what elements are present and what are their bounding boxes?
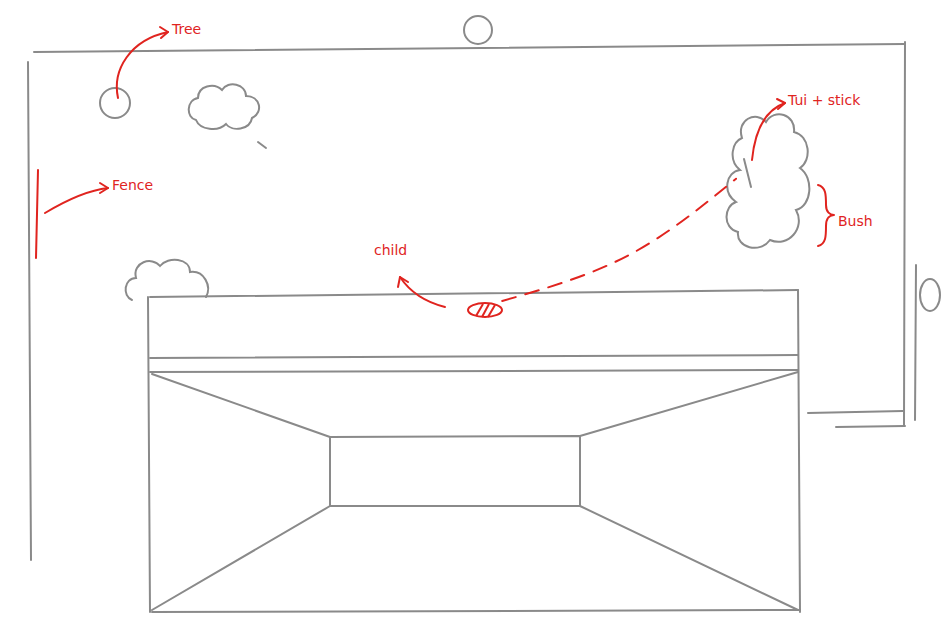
bush-cloud	[727, 114, 810, 248]
sketch-tick	[258, 142, 266, 148]
child-marker: child	[466, 301, 504, 319]
bird-stick: Tui + stick	[736, 155, 758, 191]
roof-hip	[580, 372, 798, 436]
hatch-line	[482, 304, 489, 317]
tree-circle	[100, 88, 130, 118]
house-outline	[150, 290, 798, 297]
house-outline	[150, 370, 798, 372]
hatch-line	[476, 304, 483, 316]
gray-sketch	[28, 16, 940, 612]
annotation-label: Tree	[172, 22, 201, 37]
sight-line	[502, 179, 736, 301]
arrow-head	[100, 183, 108, 193]
house-outline	[798, 290, 800, 612]
roof-hip	[580, 506, 798, 610]
fence-mark	[36, 170, 38, 258]
annotation-label: Fence	[112, 178, 153, 193]
boundary-line	[28, 62, 31, 560]
hatch-line	[488, 305, 495, 317]
node-shape	[736, 155, 758, 191]
post-circle	[464, 16, 492, 44]
arrow-head	[777, 99, 785, 109]
annotation-label: Bush	[838, 214, 873, 229]
house-outline	[152, 610, 800, 612]
roof-hip	[152, 506, 330, 610]
arrow-head	[160, 27, 168, 38]
stick-line	[744, 159, 751, 187]
red-annotations	[36, 27, 834, 307]
boundary-line	[904, 42, 905, 425]
post-circle	[920, 279, 940, 311]
boundary-line	[836, 426, 905, 427]
roof-hip	[152, 374, 330, 437]
node-shape	[466, 301, 504, 319]
boundary-line	[34, 44, 905, 52]
child-oval	[468, 303, 502, 317]
annotation-text: Tui + stick	[788, 93, 860, 108]
bush-cloud	[126, 260, 208, 300]
house-outline	[148, 297, 150, 612]
leader-arrow	[752, 103, 785, 160]
bush-cloud	[189, 84, 259, 129]
leader-arrow	[45, 188, 108, 213]
house-outline	[150, 355, 798, 358]
arrow-head	[398, 277, 408, 287]
boundary-line	[808, 411, 903, 413]
boundary-line	[915, 265, 916, 420]
roof-ridge	[330, 436, 580, 506]
bracket	[818, 185, 834, 246]
leader-arrow	[117, 32, 168, 98]
annotation-text: child	[374, 243, 407, 258]
